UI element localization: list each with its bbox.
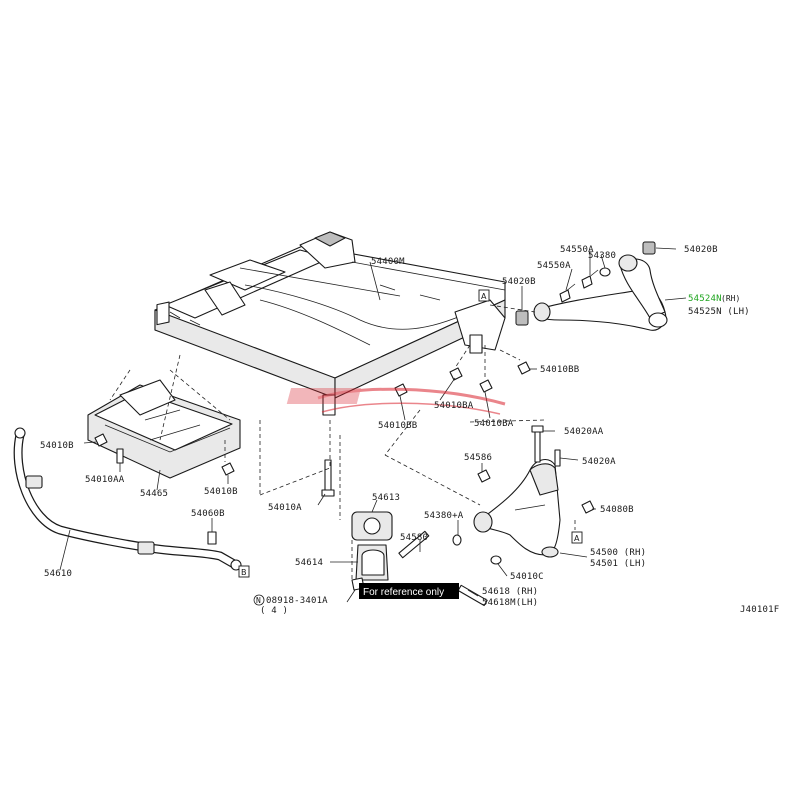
diagram-code: J40101F (740, 605, 779, 615)
label-54380: 54380 (588, 251, 616, 261)
label-54550A-lower: 54550A (537, 261, 571, 271)
stabilizer-bar (13, 427, 242, 571)
label-54524N-highlighted: 54524N (688, 294, 722, 304)
assembly-lines (109, 304, 576, 580)
n-symbol: N (256, 596, 261, 605)
label-54010BB-right: 54010BB (540, 365, 579, 375)
label-54060B: 54060B (191, 509, 225, 519)
svg-text:A: A (481, 292, 487, 301)
transverse-link (473, 459, 561, 558)
svg-text:B: B (241, 568, 247, 577)
label-54010B-mid: 54010B (204, 487, 238, 497)
label-54010BA-upper: 54010BA (434, 401, 474, 411)
label-54010A: 54010A (268, 503, 302, 513)
label-54580: 54580 (400, 533, 428, 543)
label-54465: 54465 (140, 489, 168, 499)
label-54010AA: 54010AA (85, 475, 125, 485)
upper-link (533, 254, 668, 331)
label-54525N: 54525N (LH) (688, 307, 750, 317)
label-54020A: 54020A (582, 457, 616, 467)
label-54010BA-lower: 54010BA (474, 419, 514, 429)
label-08918: 08918-3401A (266, 596, 328, 606)
label-54380A: 54380+A (424, 511, 464, 521)
label-54400M: 54400M (371, 257, 405, 267)
front-crossmember (154, 231, 506, 416)
label-54020AA: 54020AA (564, 427, 604, 437)
stabilizer-bushing (351, 511, 393, 581)
hardware (94, 241, 656, 607)
label-54020B-mid: 54020B (502, 277, 536, 287)
label-54010BB-mid: 54010BB (378, 421, 417, 431)
part-labels: 54400M 54380 54550A 54550A 54020B 54020B… (40, 245, 779, 616)
label-54080B: 54080B (600, 505, 634, 515)
label-54614: 54614 (295, 558, 323, 568)
ref-box-b: B (238, 565, 250, 578)
label-54501: 54501 (LH) (590, 559, 646, 569)
label-54618: 54618 (RH) (482, 587, 538, 597)
label-54610: 54610 (44, 569, 72, 579)
label-54010B-left: 54010B (40, 441, 74, 451)
ref-box-a-bottom: A (571, 531, 583, 544)
label-54586: 54586 (464, 453, 492, 463)
label-54020B-right: 54020B (684, 245, 718, 255)
label-54550A-upper: 54550A (560, 245, 594, 255)
svg-text:For reference only: For reference only (363, 587, 444, 598)
leader-lines (59, 247, 687, 603)
sub-frame-plate (87, 379, 241, 479)
label-54618M: 54618M(LH) (482, 598, 538, 608)
label-54613: 54613 (372, 493, 400, 503)
watermark-logo (286, 387, 506, 415)
reference-note: For reference only (359, 583, 459, 599)
svg-text:A: A (574, 534, 580, 543)
label-54524N-side: (RH) (721, 294, 740, 303)
ref-box-a-top: A (478, 289, 490, 302)
label-08918-qty: ( 4 ) (260, 606, 288, 616)
label-54010C: 54010C (510, 572, 544, 582)
label-54500: 54500 (RH) (590, 548, 646, 558)
